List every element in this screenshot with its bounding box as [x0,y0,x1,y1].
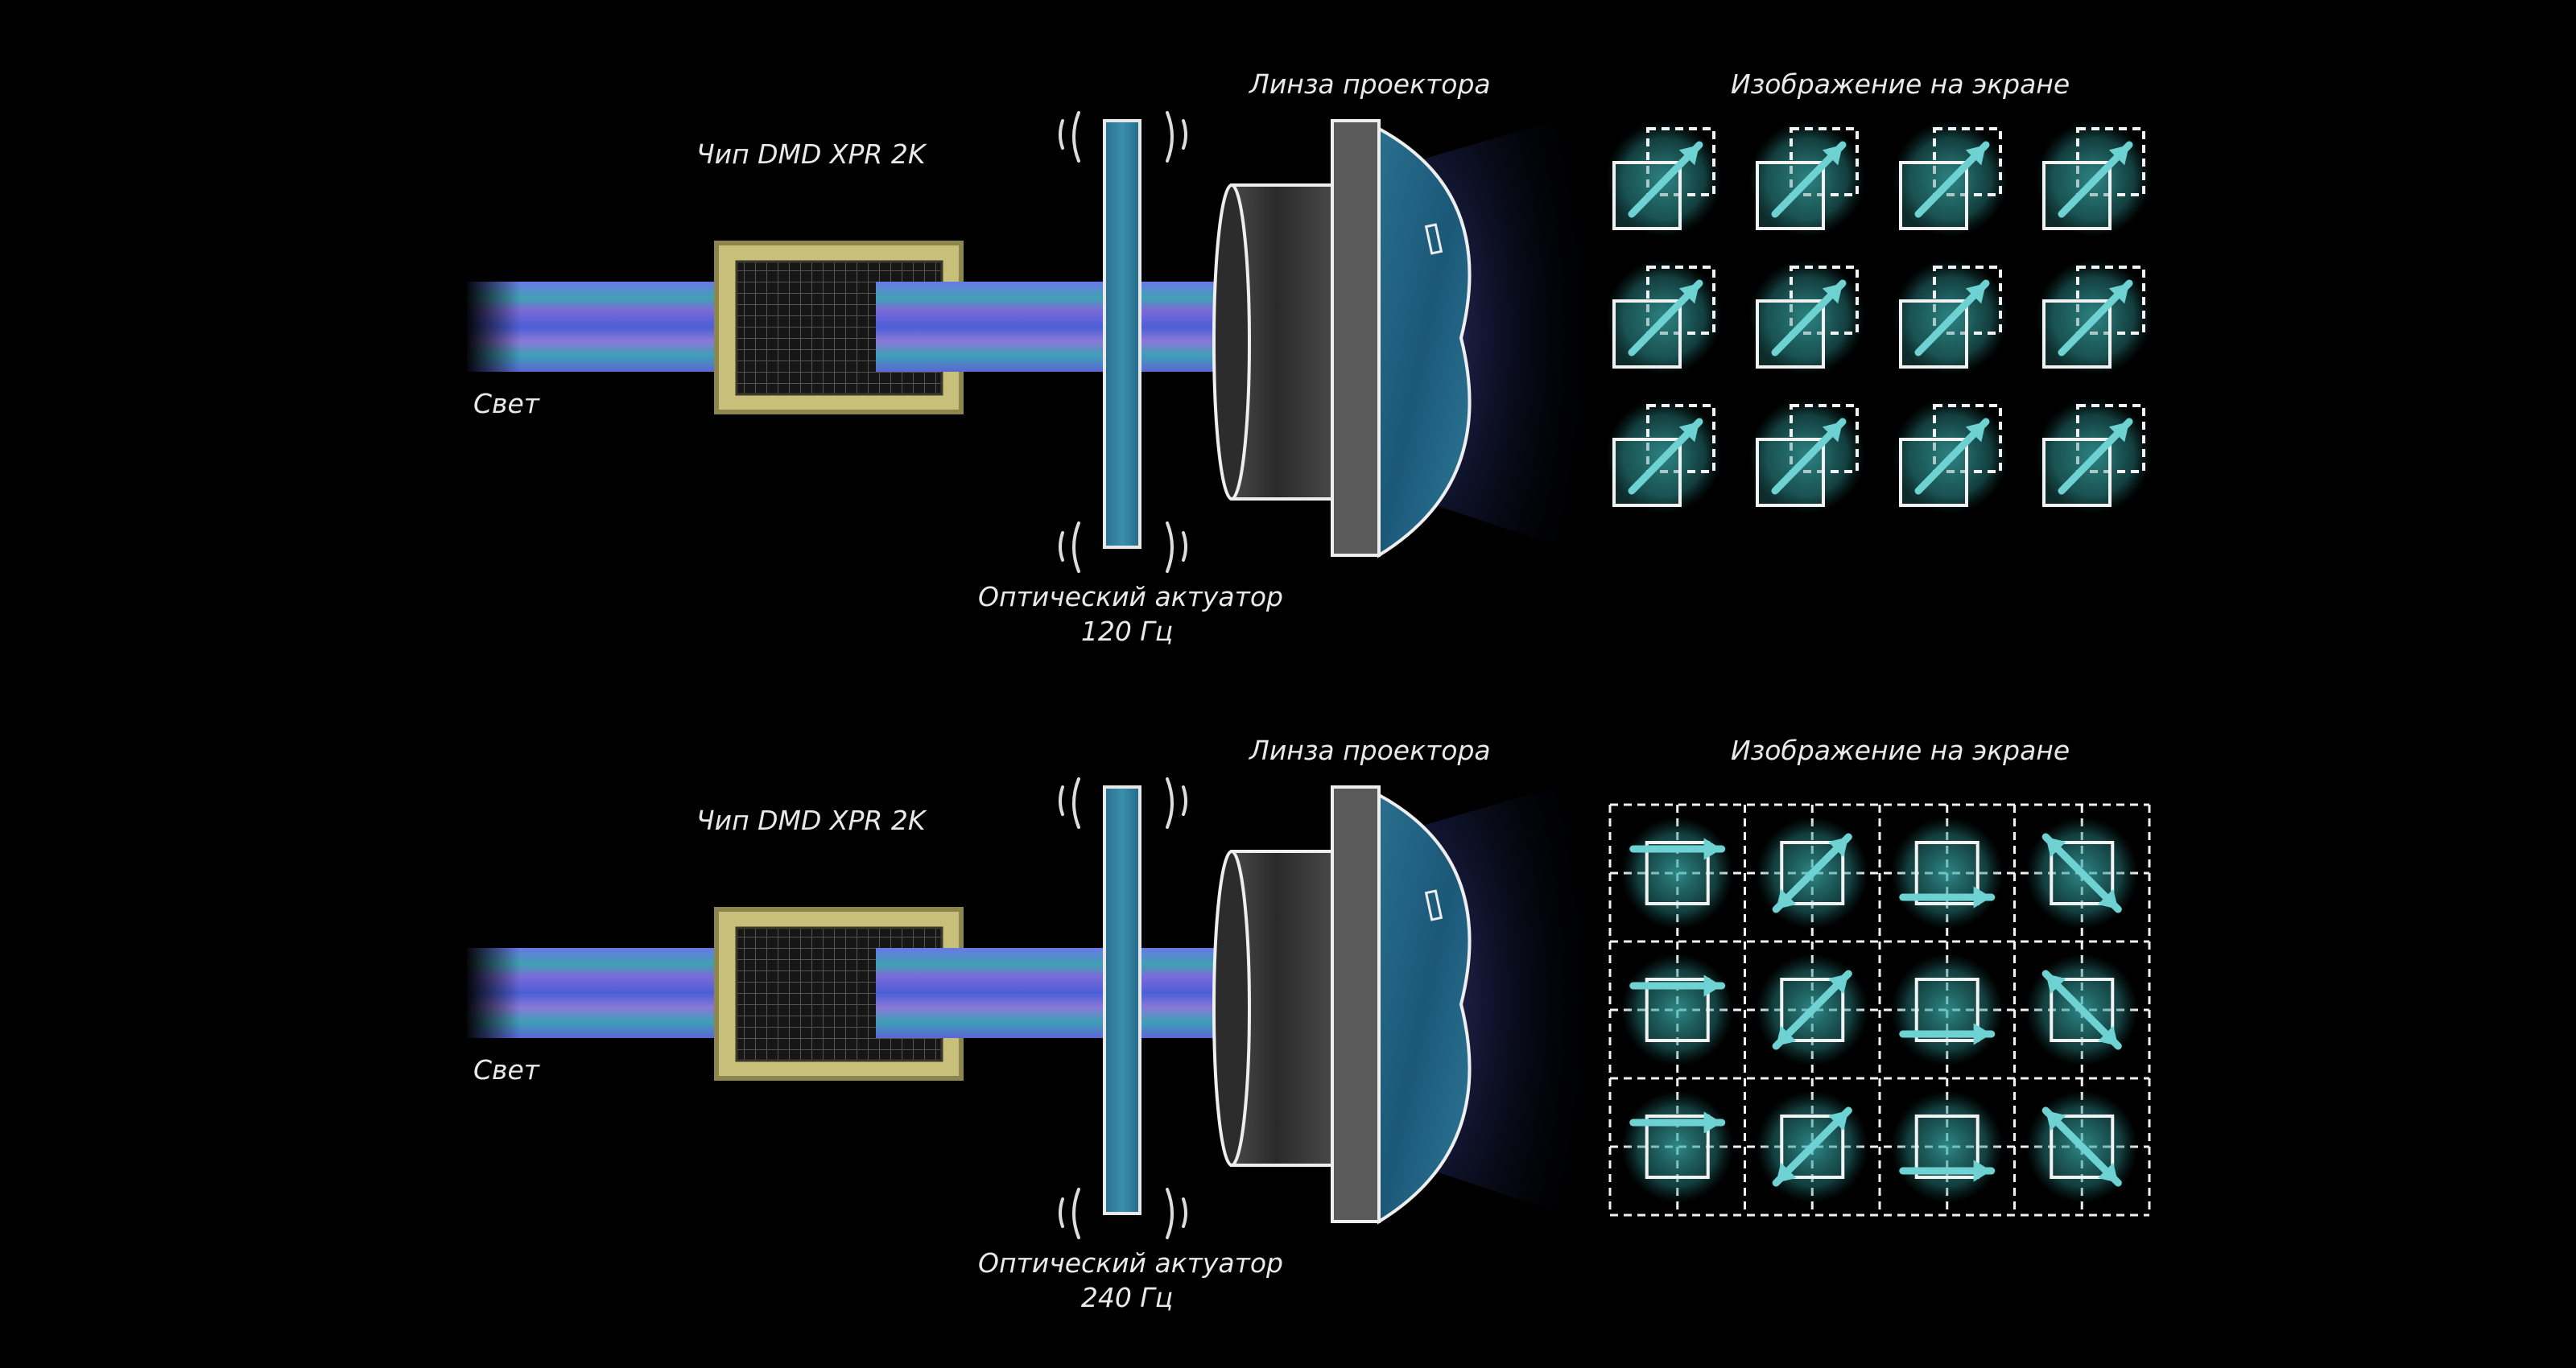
pixel-outline [1645,978,1710,1042]
screen-pixel [1890,817,2004,929]
vibration-marks-top [1059,777,1187,829]
pixel-glow [1890,1090,2004,1203]
screen-pixel [1893,398,2008,513]
actuator-label-text: Оптический актуатор [978,581,1283,612]
lens-label: Линза проектора [1249,735,1491,766]
screen-label: Изображение на экране [1731,735,2070,766]
pixel-arrow-head [1703,838,1722,860]
screen-pixel [1756,1090,1869,1203]
light-beam-reflected [876,948,1246,1038]
pixel-outline [1645,841,1710,905]
pixel-arrow-head [2046,837,2066,858]
vibration-marks-bottom [1059,521,1187,573]
screen-image-grid [1608,803,2151,1217]
projector-lens [1212,119,1472,558]
screen-pixel [1890,1090,2004,1203]
pixel-glow [1620,954,1734,1066]
pixel-arrow-head [1678,422,1699,443]
screen-pixel [1606,259,1722,375]
screen-pixel [1893,259,2008,375]
screen-pixel [2025,1090,2139,1203]
screen-pixel [1756,954,1869,1066]
pixel-glow [1890,817,2004,929]
pixel-arrow-head [1973,886,1992,909]
pixel-arrow-head [1822,422,1843,443]
pixel-arrow-head [1822,145,1843,166]
pixel-arrow-head [1678,145,1699,166]
dmd-chip-label: Чип DMD XPR 2K [696,138,926,170]
screen-pixel [2036,259,2152,375]
pixel-glow [1890,954,2004,1066]
pixel-arrow-head [2108,283,2129,304]
pixel-outline [1645,1115,1710,1179]
screen-pixel [1620,1090,1734,1203]
screen-pixel [1893,121,2008,237]
pixel-arrow-head [1973,1023,1992,1045]
screen-pixel [2036,121,2152,237]
screen-pixel [1620,817,1734,929]
screen-pixel [2025,817,2139,929]
projector-lens [1212,785,1472,1225]
pixel-outline [2050,1115,2115,1179]
screen-label: Изображение на экране [1731,68,2070,100]
pixel-glow [1620,1090,1734,1203]
pixel-arrow-head [2046,1110,2066,1131]
pixel-arrow-head [1822,283,1843,304]
pixel-outline [1780,978,1845,1042]
pixel-arrow-head [1678,283,1699,304]
pixel-arrow-head [1776,1162,1797,1183]
screen-pixel [1890,954,2004,1066]
vibration-marks-top [1059,111,1187,163]
optical-actuator [1059,111,1187,573]
screen-pixel [1749,259,1865,375]
dmd-chip-label: Чип DMD XPR 2K [696,805,926,836]
actuator-frequency: 120 Гц [1080,616,1174,647]
pixel-arrow-head [1776,888,1797,909]
actuator-label: Оптический актуатор 240 Гц [978,1247,1283,1313]
light-label: Свет [473,1054,540,1086]
light-beam-reflected [876,282,1246,372]
screen-pixel [2036,398,2152,513]
pixel-arrow-head [1776,1025,1797,1046]
screen-pixel [1620,954,1734,1066]
pixel-outline [1914,841,1979,905]
pixel-outline [1780,1115,1845,1179]
pixel-arrow-head [1965,283,1986,304]
optical-actuator [1059,777,1187,1239]
screen-pixel [1606,398,1722,513]
pixel-glow [1620,817,1734,929]
pixel-outline [1780,841,1845,905]
pixel-outline [1914,1115,1979,1179]
pixel-arrow-head [2108,145,2129,166]
pixel-outline [2050,841,2115,905]
pixel-arrow-head [2108,422,2129,443]
actuator-label: Оптический актуатор 120 Гц [978,581,1283,647]
pixel-arrow-head [2046,974,2066,995]
screen-pixel [1606,121,1722,237]
vibration-marks-bottom [1059,1188,1187,1239]
panel-120hz [467,105,2152,573]
pixel-arrow-head [1973,1160,1992,1182]
pixel-outline [1914,978,1979,1042]
panel-240hz [467,771,2151,1239]
lens-label: Линза проектора [1249,68,1491,100]
pixel-arrow-head [1703,974,1722,997]
screen-pixel [1756,817,1869,929]
pixel-outline [2050,978,2115,1042]
screen-pixel [1749,398,1865,513]
light-label: Свет [473,388,540,419]
pixel-arrow-head [1965,145,1986,166]
pixel-arrow-head [1965,422,1986,443]
pixel-arrow-head [1703,1111,1722,1134]
screen-pixel [1749,121,1865,237]
actuator-label-text: Оптический актуатор [978,1247,1283,1279]
actuator-frequency: 240 Гц [1080,1282,1174,1313]
screen-pixel [2025,954,2139,1066]
screen-image-grid [1606,121,2152,513]
